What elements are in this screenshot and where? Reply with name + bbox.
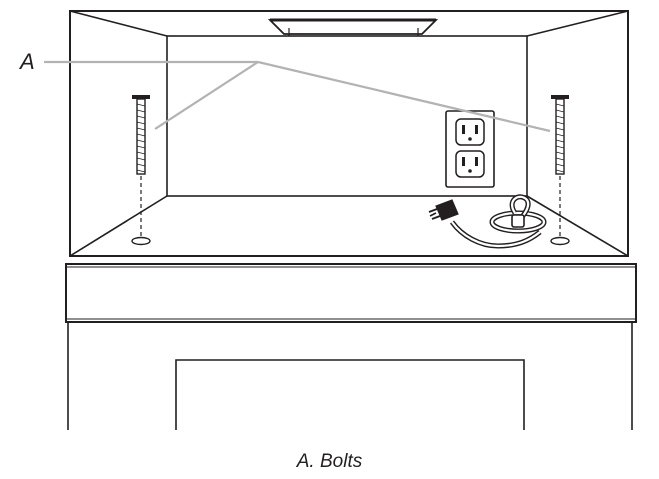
power-plug [428, 199, 459, 221]
perspective-edge-bottom-right [526, 195, 629, 257]
cabinet-front-panel [65, 263, 637, 323]
power-cord [449, 194, 547, 249]
oven-door-outline [175, 359, 525, 430]
top-vent-opening [267, 19, 439, 35]
right-bolt-hole [550, 236, 570, 246]
left-bolt-hole [131, 236, 151, 246]
right-bolt [551, 95, 569, 238]
left-bolt [132, 95, 150, 238]
electrical-outlet [445, 110, 495, 188]
perspective-edge-top-left [69, 10, 168, 37]
callout-letter-a: A [20, 49, 35, 74]
figure-caption: A. Bolts [296, 451, 363, 472]
perspective-edge-top-right [526, 10, 629, 37]
perspective-edge-bottom-left [69, 195, 168, 257]
callout-leader-lines [44, 60, 551, 133]
